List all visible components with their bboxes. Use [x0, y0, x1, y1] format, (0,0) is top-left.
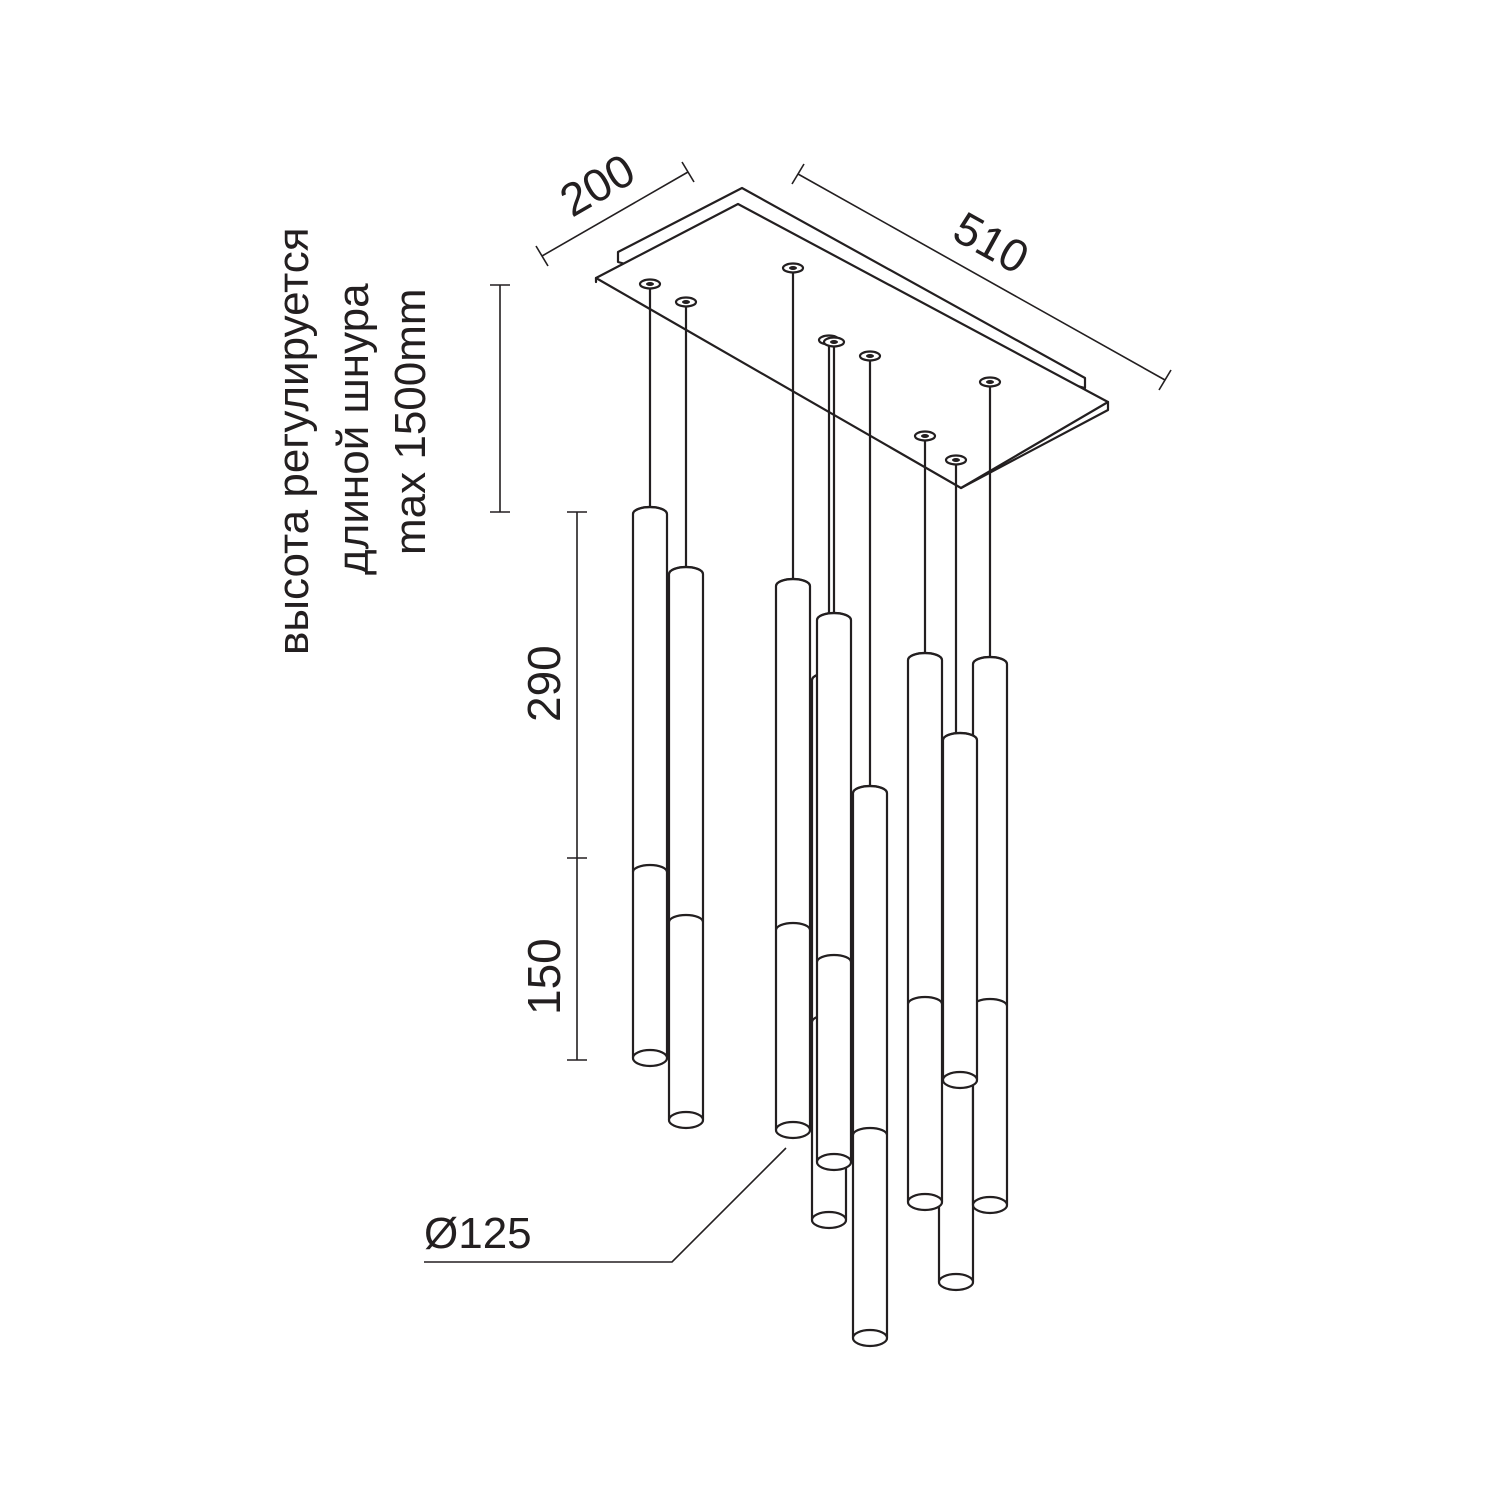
tube-lens — [810, 1210, 848, 1230]
tube-lens — [906, 1192, 944, 1212]
tube-body — [631, 505, 669, 1067]
pendant-tubes — [631, 262, 1009, 1348]
cord-grommet-hole — [830, 340, 838, 344]
cord-grommet-hole — [789, 266, 797, 270]
tube-lens — [774, 1120, 812, 1140]
pendant-tube — [906, 430, 944, 1212]
tube-section-seam — [815, 953, 853, 963]
pendant-tube — [937, 454, 975, 1292]
cord-length-note: высота регулируется длиной шнура max 150… — [269, 227, 435, 655]
dimension-height-lower-label: 150 — [518, 938, 570, 1015]
dimension-height-upper-label: 290 — [518, 645, 570, 722]
cord-grommet-hole — [646, 282, 654, 286]
tube-lens — [851, 1328, 889, 1348]
tube-top — [906, 651, 944, 661]
tube-section-seam — [667, 913, 705, 923]
note-line-2: длиной шнура — [329, 283, 378, 575]
tube-section-seam — [851, 1126, 889, 1136]
cord-grommet-hole — [866, 354, 874, 358]
tube-body — [774, 577, 812, 1139]
tube-section-seam — [631, 863, 669, 873]
tube-top — [971, 655, 1009, 665]
tube-top — [815, 611, 853, 621]
tube-lens — [631, 1048, 669, 1068]
tube-lens — [937, 1272, 975, 1292]
dimension-cord — [490, 284, 510, 513]
tube-body — [941, 731, 979, 1089]
cord-grommet-hole — [986, 380, 994, 384]
pendant-tube — [941, 731, 979, 1090]
tube-lens — [815, 1152, 853, 1172]
tube-top — [774, 577, 812, 587]
dimension-length-label: 510 — [945, 201, 1037, 284]
note-line-3: max 1500mm — [386, 288, 435, 555]
pendant-tube — [667, 296, 705, 1130]
note-line-1: высота регулируется — [269, 227, 318, 655]
tube-top — [667, 565, 705, 575]
tube-body — [667, 565, 705, 1129]
tube-section-seam — [906, 995, 944, 1005]
pendant-tube — [851, 350, 889, 1348]
tube-top — [631, 505, 669, 515]
tube-body — [815, 611, 853, 1171]
dimension-diameter: Ø125 — [424, 1147, 787, 1263]
pendant-tube — [631, 278, 669, 1068]
pendant-tube — [971, 376, 1009, 1215]
ceiling-canopy — [594, 186, 1110, 490]
dimension-height: 290 150 — [518, 511, 587, 1061]
dimension-width-label: 200 — [551, 143, 643, 226]
tube-top — [851, 784, 889, 794]
cord-grommet-hole — [921, 434, 929, 438]
cord-grommet-hole — [682, 300, 690, 304]
pendant-tube — [774, 262, 812, 1140]
tube-section-seam — [774, 921, 812, 931]
tube-lens — [667, 1110, 705, 1130]
tube-body — [937, 1073, 975, 1291]
cord-grommet-hole — [952, 458, 960, 462]
tube-top — [941, 731, 979, 741]
tube-body — [851, 784, 889, 1347]
pendant-tube — [815, 336, 853, 1172]
tube-lens — [941, 1070, 979, 1090]
dimension-diameter-label: Ø125 — [424, 1209, 532, 1258]
tube-body — [906, 651, 944, 1211]
tube-lens — [971, 1195, 1009, 1215]
